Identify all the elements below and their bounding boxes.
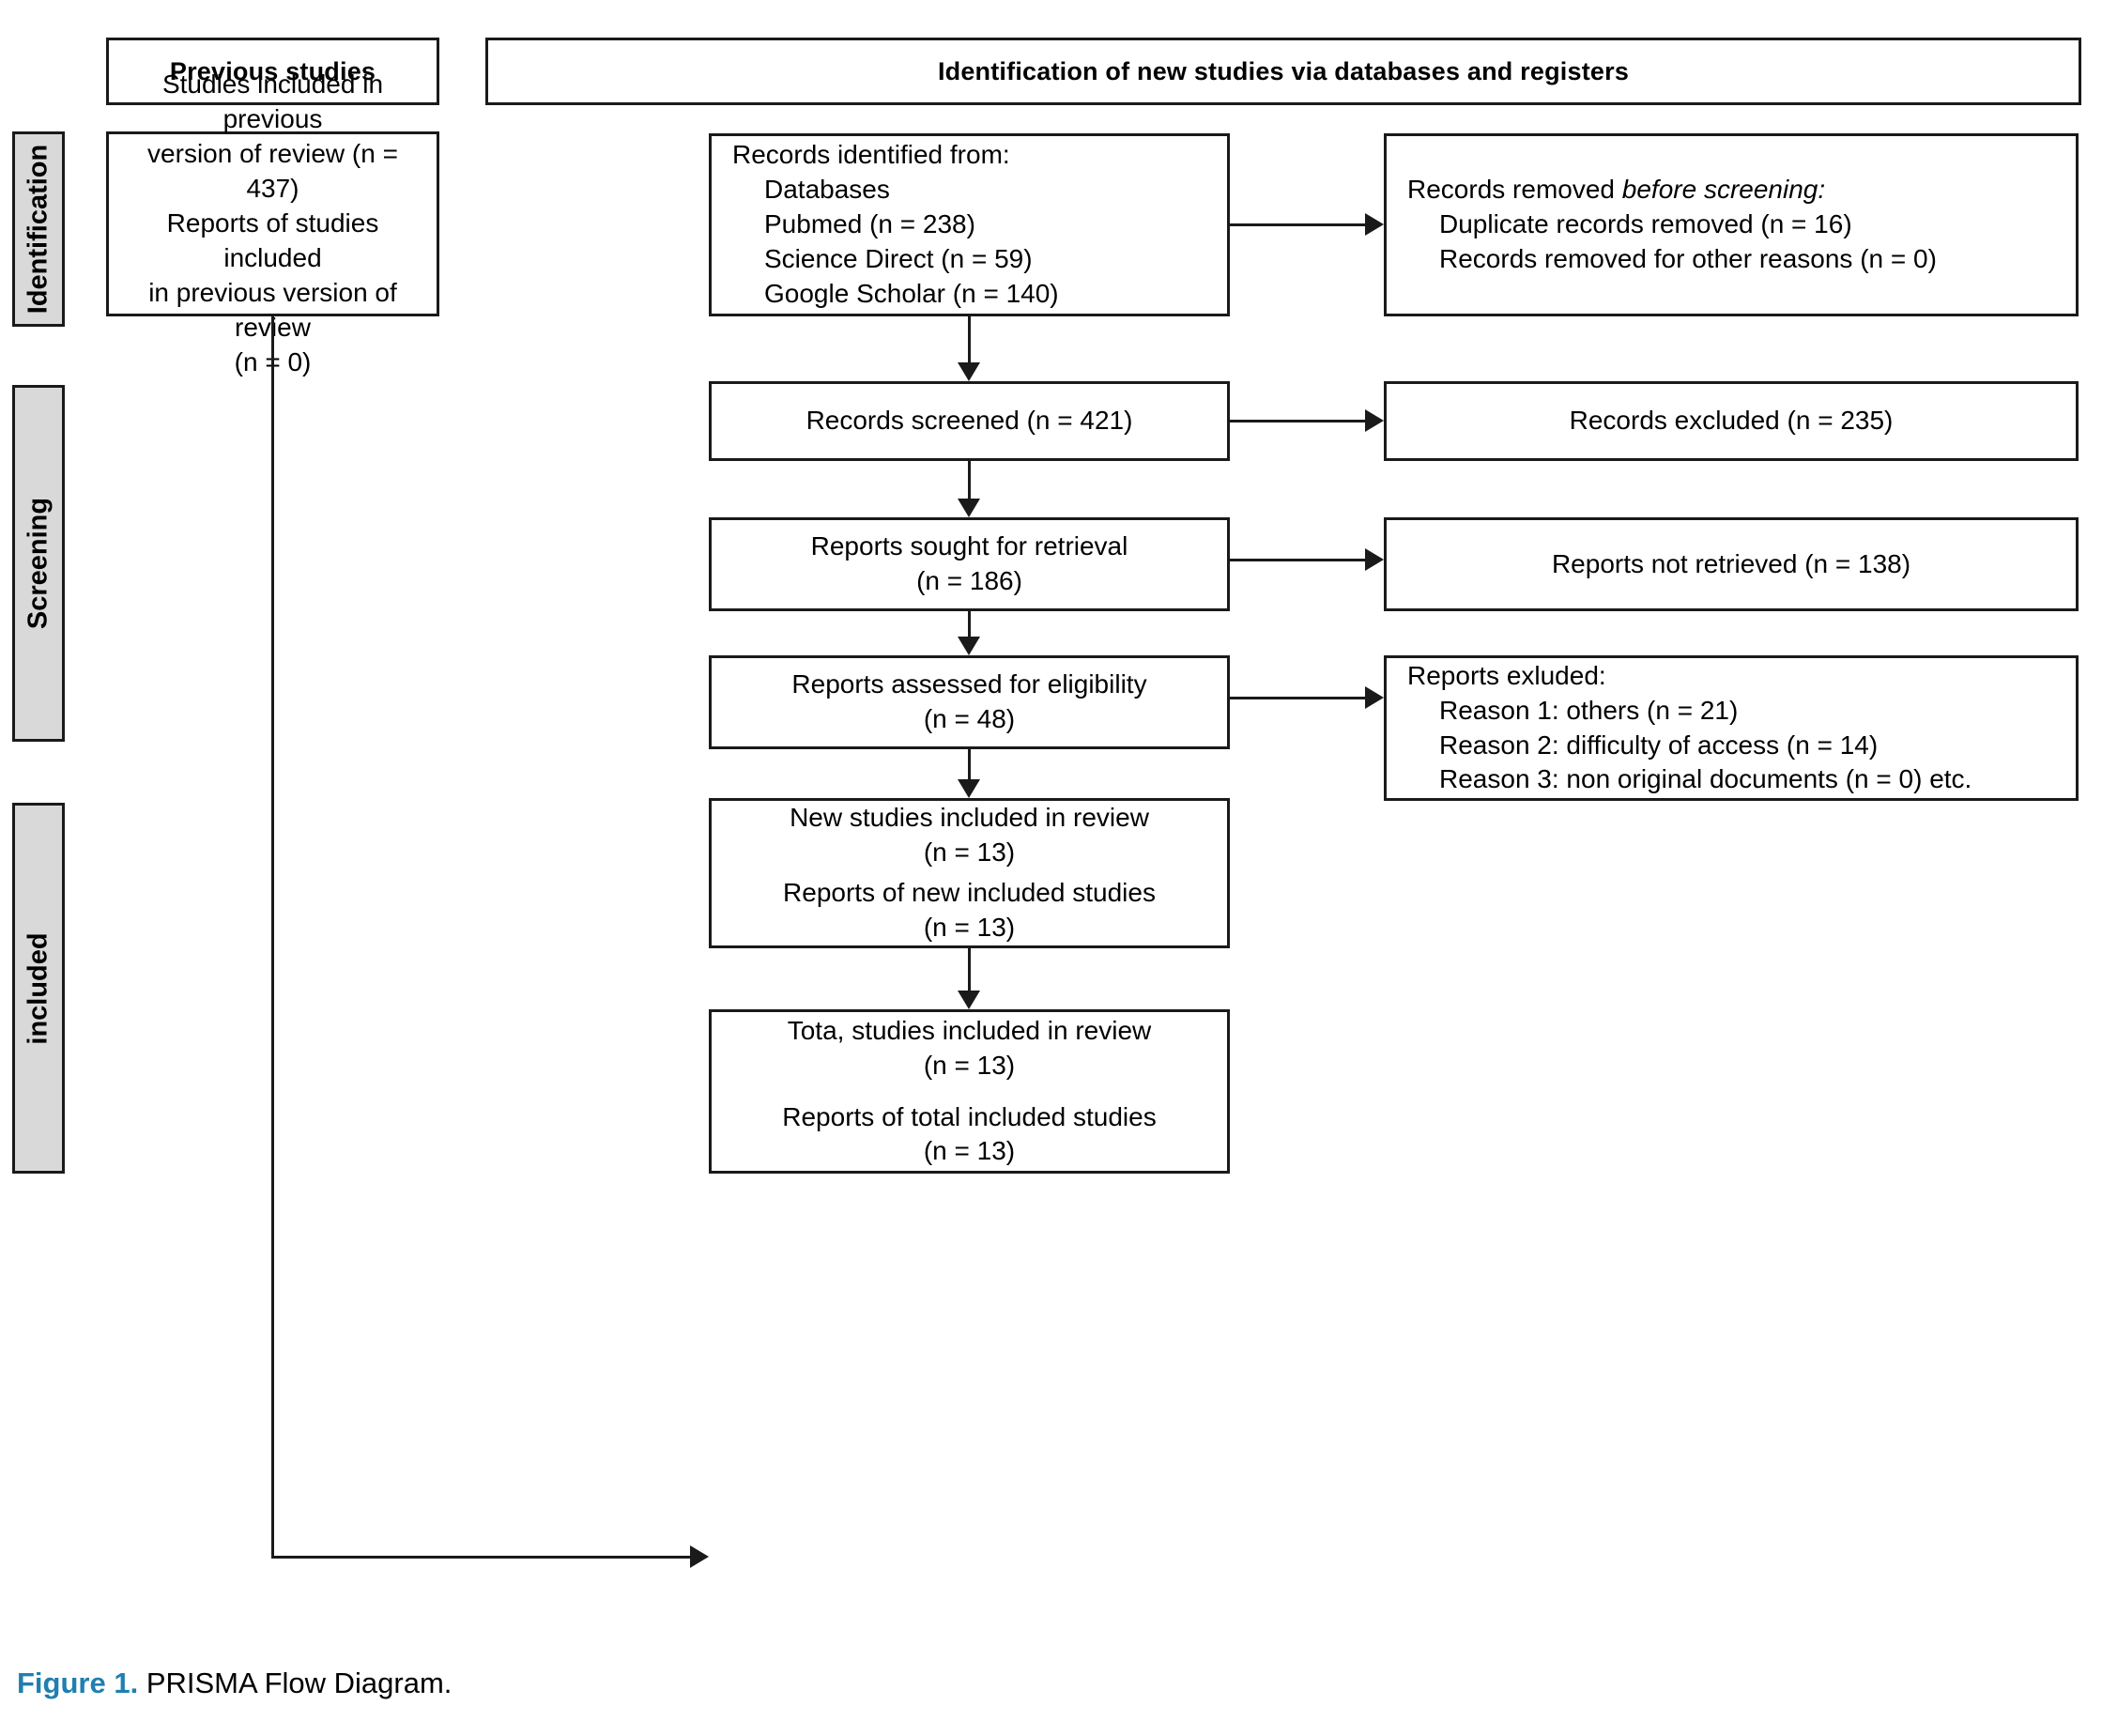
header-new-studies-label: Identification of new studies via databa… [937, 56, 1630, 85]
connector-identified-to-screened [968, 316, 971, 362]
connector-screened-to-sought [968, 461, 971, 499]
records-identified-item: Databases [764, 175, 890, 205]
records-identified-title: Records identified from: [732, 140, 1010, 170]
new-included-line-4: (n = 13) [923, 913, 1016, 943]
connector-assessed-to-new [968, 749, 971, 779]
total-included-line-1: Tota, studies included in review [787, 1015, 1152, 1045]
connector-sought-to-assessed [968, 611, 971, 637]
records-removed-item: Duplicate records removed (n = 16) [1439, 209, 1852, 239]
box-reports-excluded: Reports exluded: Reason 1: others (n = 2… [1384, 655, 2079, 801]
records-excluded-label: Records excluded (n = 235) [1569, 406, 1894, 436]
previous-studies-line-3: Reports of studies included [166, 208, 379, 272]
previous-studies-line-1: Studies included in previous [161, 69, 384, 134]
reports-assessed-line-1: Reports assessed for eligibility [791, 669, 1147, 699]
total-included-line-2: (n = 13) [923, 1050, 1016, 1080]
reports-excluded-item: Reason 1: others (n = 21) [1439, 695, 1739, 725]
records-identified-item: Pubmed (n = 238) [764, 209, 975, 239]
box-previous-studies: Studies included in previous version of … [106, 69, 439, 376]
previous-studies-line-2: version of review (n = 437) [147, 139, 398, 204]
arrow-down-icon [958, 991, 980, 1009]
reports-assessed-line-2: (n = 48) [923, 704, 1016, 733]
box-total-studies-included: Tota, studies included in review (n = 13… [709, 1009, 1230, 1174]
reports-excluded-item: Reason 2: difficulty of access (n = 14) [1439, 730, 1879, 760]
box-reports-sought: Reports sought for retrieval (n = 186) [709, 517, 1230, 611]
new-included-line-1: New studies included in review [790, 803, 1149, 832]
arrow-right-icon [690, 1545, 709, 1568]
header-previous-studies-label: Previous studies [169, 56, 376, 85]
arrow-down-icon [958, 499, 980, 517]
box-reports-not-retrieved: Reports not retrieved (n = 138) [1384, 517, 2079, 611]
reports-sought-line-2: (n = 186) [916, 566, 1022, 595]
box-records-removed: Records removed before screening: Duplic… [1384, 133, 2079, 316]
records-identified-item: Google Scholar (n = 140) [764, 278, 1059, 308]
reports-excluded-item: Reason 3: non original documents (n = 0)… [1439, 764, 1972, 794]
connector-previous-elbow-horizontal [271, 1556, 690, 1559]
figure-caption-prefix: Figure 1. [17, 1667, 139, 1699]
phase-band-identification-label: Identification [23, 144, 54, 315]
box-new-studies-included: New studies included in review (n = 13) … [709, 798, 1230, 948]
arrow-down-icon [958, 779, 980, 798]
figure-caption-text: PRISMA Flow Diagram. [138, 1667, 453, 1699]
new-included-line-2: (n = 13) [923, 837, 1016, 867]
records-screened-label: Records screened (n = 421) [806, 406, 1133, 436]
box-records-screened: Records screened (n = 421) [709, 381, 1230, 461]
reports-not-retrieved-label: Reports not retrieved (n = 138) [1551, 548, 1911, 578]
records-removed-item: Records removed for other reasons (n = 0… [1439, 243, 1937, 273]
arrow-right-icon [1365, 213, 1384, 236]
box-records-identified: Records identified from: Databases Pubme… [709, 133, 1230, 316]
records-identified-item: Science Direct (n = 59) [764, 243, 1033, 273]
phase-band-identification: Identification [12, 131, 65, 327]
previous-studies-line-4: in previous version of review [148, 277, 397, 342]
arrow-down-icon [958, 637, 980, 655]
header-new-studies: Identification of new studies via databa… [485, 38, 2081, 105]
phase-band-included: included [12, 803, 65, 1174]
connector-screened-to-excluded [1230, 420, 1365, 422]
box-reports-assessed: Reports assessed for eligibility (n = 48… [709, 655, 1230, 749]
connector-new-to-total [968, 948, 971, 991]
header-previous-studies: Previous studies [106, 38, 439, 105]
records-removed-title-italic: before screening: [1621, 175, 1826, 205]
new-included-line-3: Reports of new included studies [783, 878, 1156, 908]
connector-identified-to-removed [1230, 223, 1365, 226]
phase-band-included-label: included [23, 931, 54, 1045]
reports-sought-line-1: Reports sought for retrieval [810, 531, 1128, 561]
arrow-down-icon [958, 362, 980, 381]
arrow-right-icon [1365, 686, 1384, 709]
connector-previous-elbow-vertical [271, 316, 274, 1559]
records-removed-title: Records removed before screening: [1407, 173, 2055, 207]
arrow-right-icon [1365, 409, 1384, 432]
total-included-line-3: Reports of total included studies [782, 1101, 1157, 1131]
phase-band-screening: Screening [12, 385, 65, 742]
phase-band-screening-label: Screening [23, 497, 54, 630]
connector-assessed-to-reports-excluded [1230, 697, 1365, 699]
records-removed-title-plain: Records removed [1407, 175, 1622, 205]
total-included-line-4: (n = 13) [923, 1136, 1016, 1166]
connector-sought-to-not-retrieved [1230, 559, 1365, 561]
reports-excluded-title: Reports exluded: [1407, 660, 1606, 690]
box-records-excluded: Records excluded (n = 235) [1384, 381, 2079, 461]
figure-caption: Figure 1. PRISMA Flow Diagram. [17, 1667, 452, 1700]
arrow-right-icon [1365, 548, 1384, 571]
